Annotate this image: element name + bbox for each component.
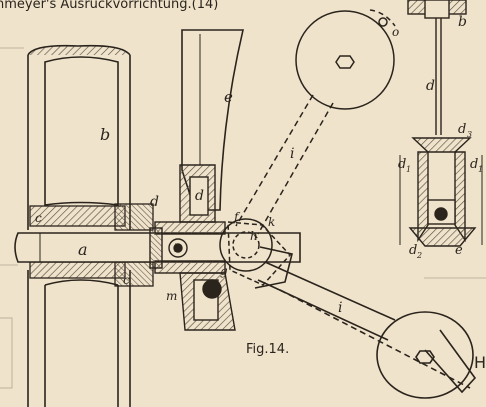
- label-c: c: [35, 211, 42, 225]
- label-right-d3-sub: 3: [467, 130, 472, 139]
- label-d1: d: [195, 188, 204, 204]
- label-right-e: e: [455, 243, 463, 258]
- lower-crank: [376, 311, 477, 399]
- lower-lever-arm: [254, 246, 471, 389]
- part-labels: b a c c d d e f g h i i k l m o b d d 3 …: [35, 14, 483, 316]
- label-b: b: [100, 125, 110, 144]
- label-h: h: [250, 229, 258, 243]
- label-right-d2: d: [409, 243, 417, 258]
- upper-crank: [235, 9, 396, 235]
- label-g: g: [220, 264, 228, 278]
- coupling-sleeve: [149, 221, 226, 274]
- label-e: e: [224, 88, 233, 106]
- background-plate-lines: [0, 47, 486, 389]
- label-k: k: [268, 215, 275, 229]
- right-rod-detail: [399, 0, 483, 247]
- label-m: m: [166, 289, 177, 303]
- label-right-d: d: [426, 78, 435, 94]
- lever-e: [181, 29, 245, 211]
- header-text: nmeyer's Ausrückvorrichtung.(14): [0, 0, 218, 12]
- label-right-b: b: [458, 14, 467, 30]
- label-a: a: [78, 240, 88, 259]
- pivot-joint: [219, 218, 292, 286]
- label-f: f: [233, 210, 241, 224]
- label-l: l: [174, 242, 178, 255]
- label-i-upper: i: [290, 146, 294, 162]
- label-o: o: [392, 25, 399, 39]
- label-i-lower: i: [338, 300, 342, 316]
- label-d: d: [150, 194, 159, 210]
- figure-caption: Fig.14.: [246, 342, 289, 357]
- corner-label: Ha: [474, 353, 486, 372]
- label-right-d3: d: [458, 122, 466, 137]
- label-c2: c: [123, 273, 130, 287]
- label-right-d2-sub: 2: [416, 251, 422, 260]
- bearing-bracket: [179, 164, 236, 331]
- label-right-d1b: d: [470, 157, 478, 172]
- label-right-d1b-sub: 1: [478, 165, 483, 174]
- pulley-b: [27, 44, 131, 407]
- label-right-d1: d: [398, 157, 406, 172]
- label-right-d1-sub: 1: [406, 165, 411, 174]
